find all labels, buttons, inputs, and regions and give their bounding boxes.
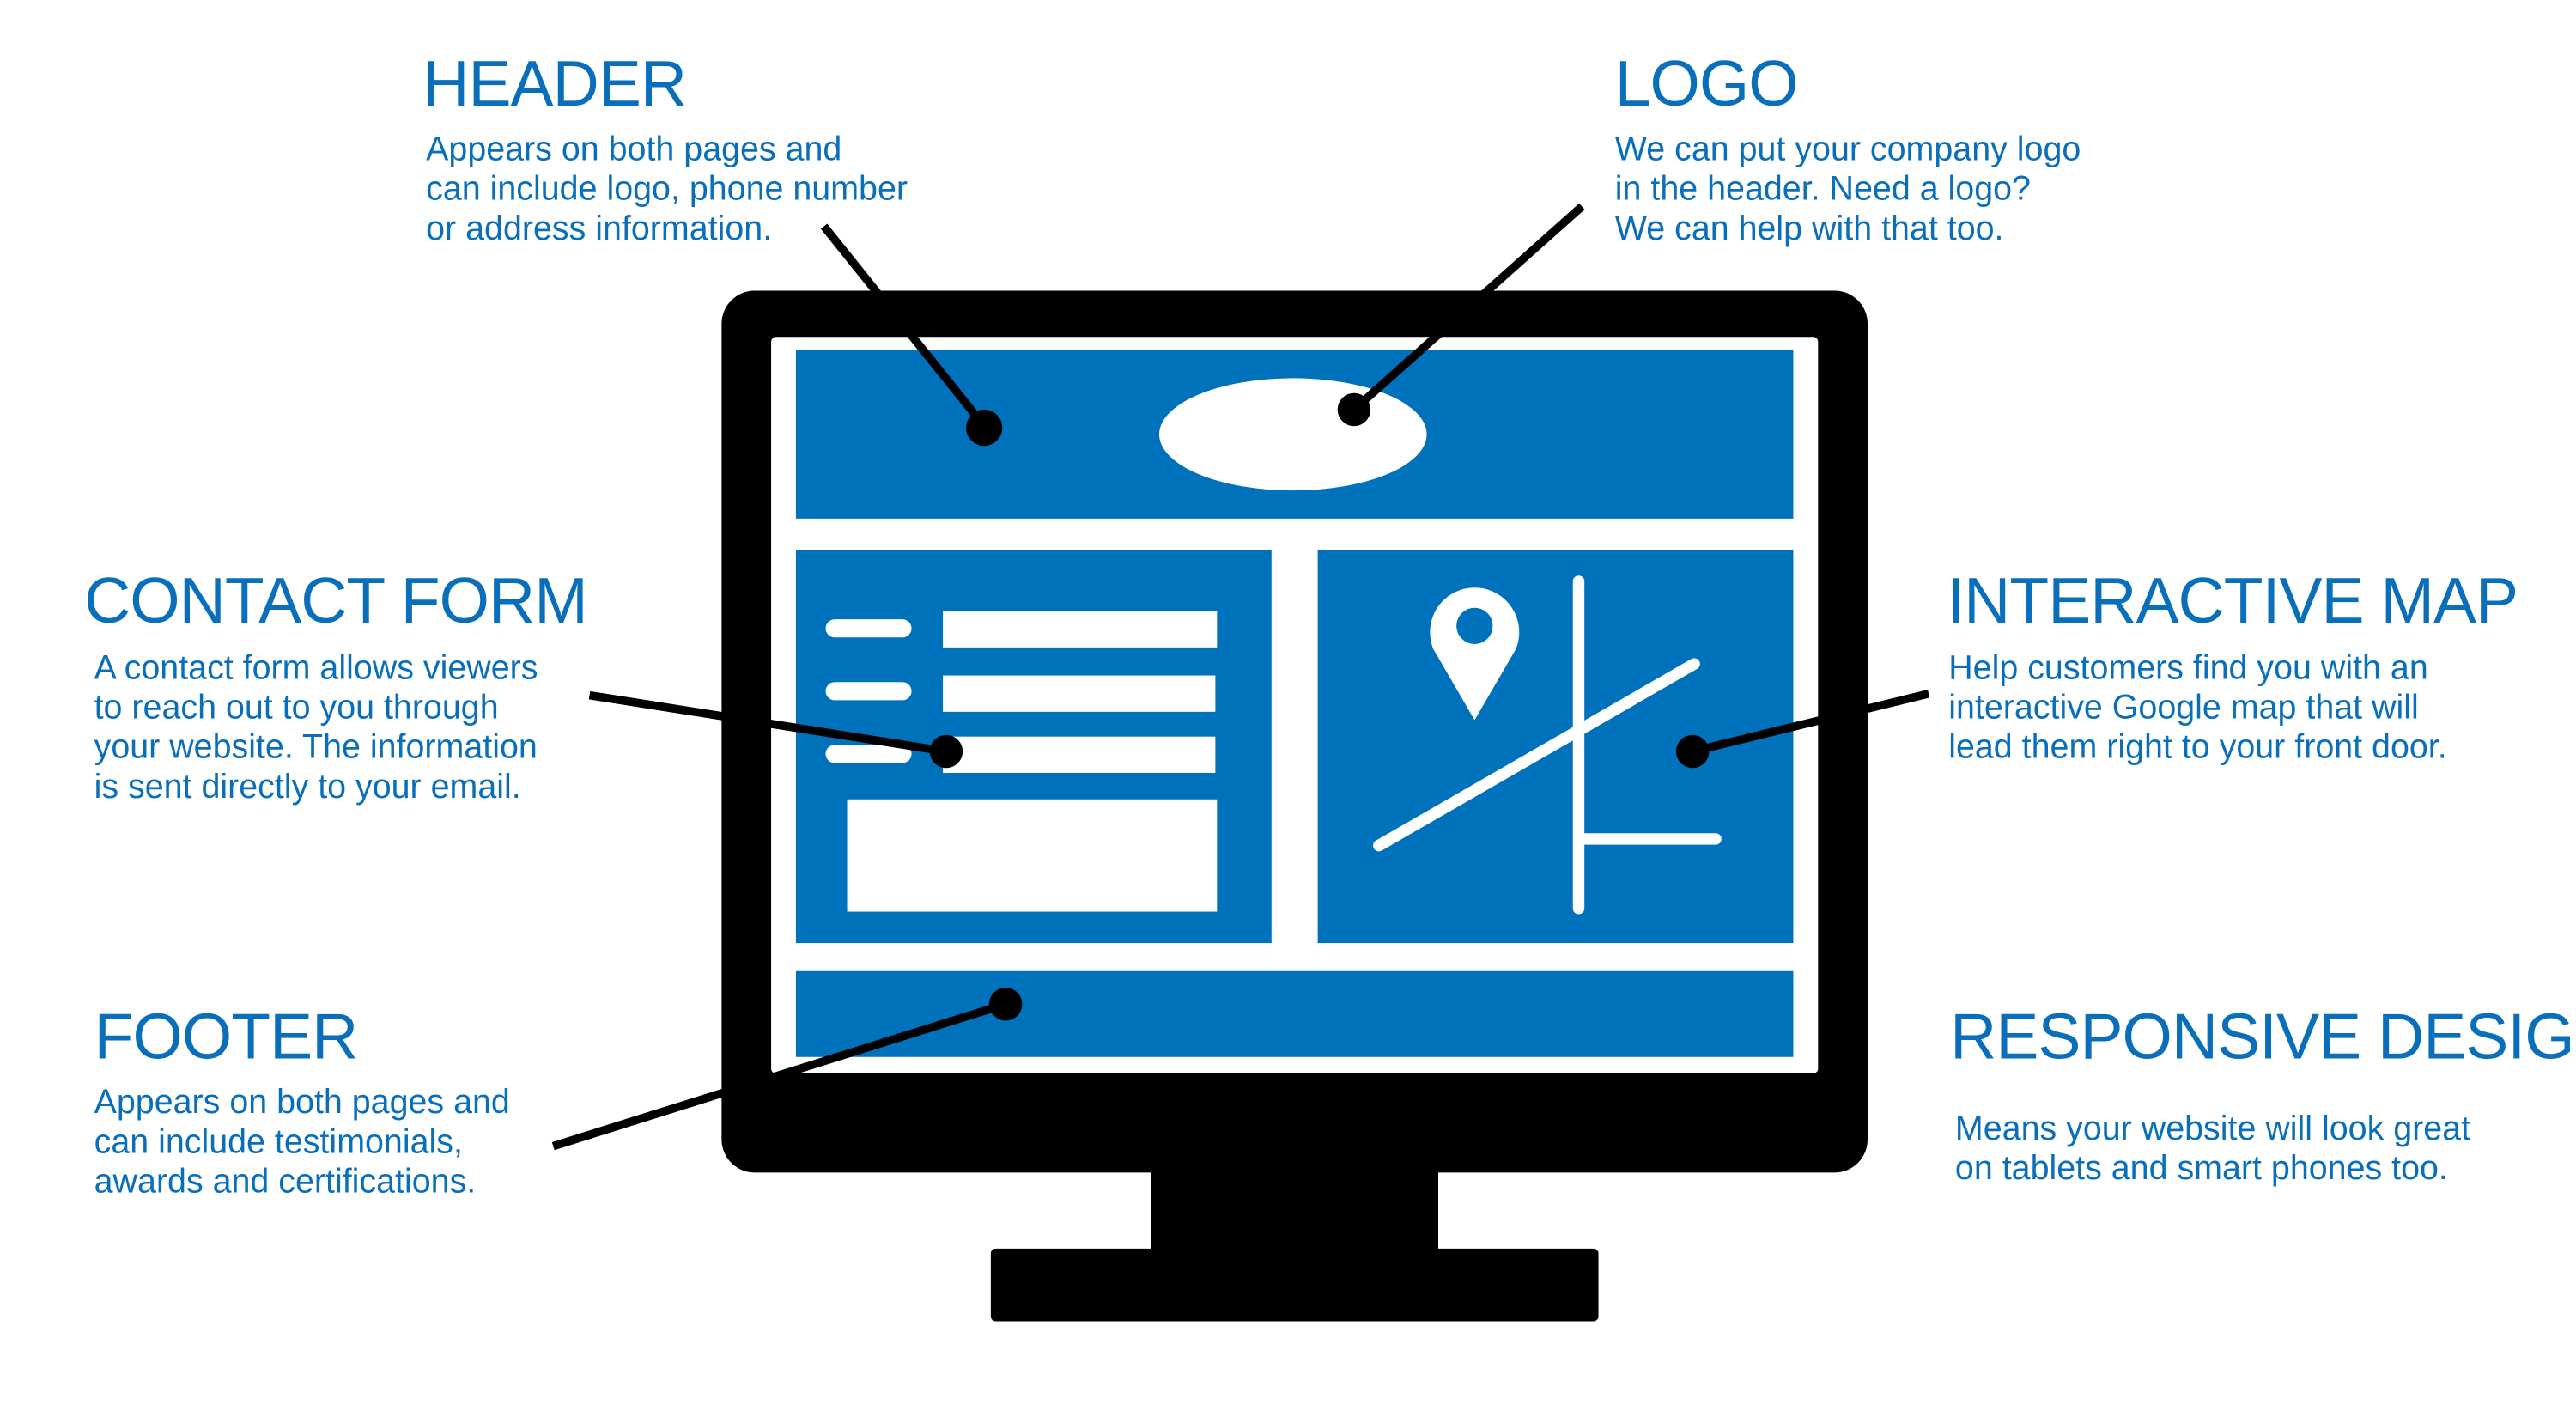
interactive-map-annotation: INTERACTIVE MAP Help customers find you … [1947,564,2518,766]
footer-annotation: FOOTER Appears on both pages and can inc… [94,1000,510,1201]
monitor-neck [1151,1164,1438,1256]
contact-form-title: CONTACT FORM [84,564,587,636]
footer-callout-dot [988,988,1023,1021]
callouts [551,203,1930,1151]
logo-desc-line: We can put your company logo [1615,131,2081,168]
logo-annotation: LOGO We can put your company logo in the… [1615,47,2081,247]
header-title: HEADER [422,47,686,119]
logo-callout-line [1351,203,1585,413]
contact-form-desc-line: your website. The information [94,728,538,766]
form-input-1 [943,611,1218,648]
contact-form-desc-line: A contact form allows viewers [94,648,538,686]
form-fields [825,611,1218,912]
map-pin-hole [1456,607,1493,644]
footer-callout-line [551,1000,1007,1151]
footer-desc-line: can include testimonials, [94,1122,463,1160]
header-annotation: HEADER Appears on both pages and can inc… [422,47,908,247]
map-graphic [1373,575,1722,915]
form-textarea [847,799,1218,912]
interactive-map-desc-line: interactive Google map that will [1948,689,2419,727]
logo-placeholder [1159,378,1427,491]
interactive-map-desc-line: lead them right to your front door. [1948,728,2446,766]
form-input-3 [943,736,1216,773]
footer-title: FOOTER [94,1000,358,1073]
form-label-2 [825,682,912,701]
footer-block [795,970,1794,1057]
form-label-3 [825,745,912,763]
responsive-design-annotation: RESPONSIVE DESIGN Means your website wil… [1950,1000,2576,1187]
contact-form-desc-line: is sent directly to your email. [94,768,521,806]
interactive-map-desc-line: Help customers find you with an [1948,648,2428,686]
header-callout-line [820,223,987,429]
monitor-icon [721,290,1868,1322]
contact-form-annotation: CONTACT FORM A contact form allows viewe… [84,564,588,806]
header-desc-line: Appears on both pages and [426,131,841,168]
map-callout-dot [1675,734,1710,769]
logo-desc-line: in the header. Need a logo? [1615,170,2031,208]
footer-desc-line: awards and certifications. [94,1162,477,1200]
map-road-diagonal [1373,658,1700,852]
contact-callout-dot [929,734,963,769]
responsive-design-desc-line: on tablets and smart phones too. [1955,1149,2448,1187]
header-callout-dot [966,409,1003,447]
map-pin-icon [1430,587,1520,721]
logo-title: LOGO [1615,47,1798,119]
footer-desc-line: Appears on both pages and [94,1083,510,1121]
map-callout-line [1692,690,1930,756]
interactive-map-title: INTERACTIVE MAP [1947,564,2518,636]
form-input-2 [943,675,1216,712]
contact-form-desc-line: to reach out to you through [94,689,499,727]
responsive-design-desc-line: Means your website will look great [1955,1110,2470,1147]
form-label-1 [825,619,912,638]
header-desc-line: or address information. [426,210,772,247]
logo-callout-dot [1337,392,1371,427]
contact-callout-line [588,690,947,756]
responsive-design-title: RESPONSIVE DESIGN [1950,1000,2576,1073]
monitor-base [990,1248,1599,1322]
logo-desc-line: We can help with that too. [1615,210,2004,247]
header-desc-line: can include logo, phone number [426,170,908,208]
